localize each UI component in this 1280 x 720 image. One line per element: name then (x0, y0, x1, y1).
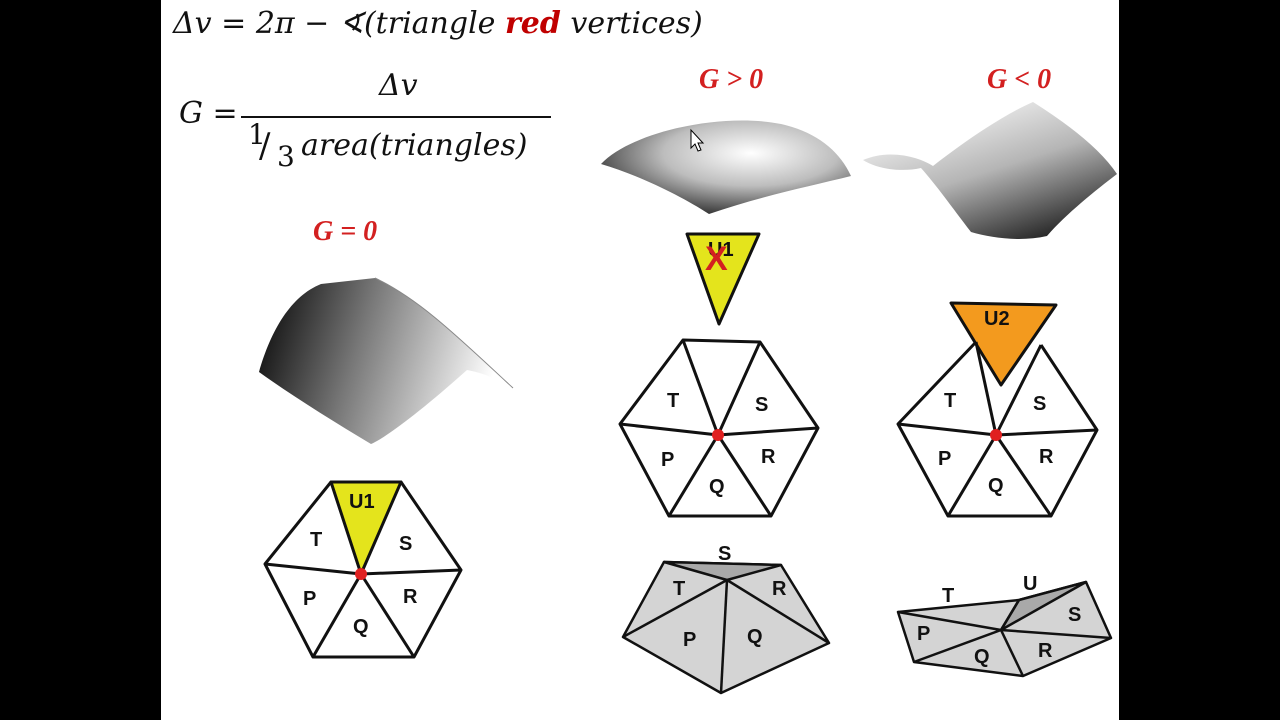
saddle-surface (863, 102, 1117, 239)
folded-cone-positive (621, 560, 831, 695)
label-left-p: P (303, 588, 316, 610)
label-added-u2: U2 (984, 308, 1010, 330)
label-left-q: Q (353, 616, 369, 638)
label-left-r: R (403, 586, 418, 608)
label-mid-p: P (661, 449, 674, 471)
label-fold-mid-r: R (772, 578, 787, 600)
denominator-area: area(triangles) (301, 128, 528, 163)
label-g-negative: G < 0 (987, 64, 1052, 95)
red-vertex-middle (712, 429, 724, 441)
label-g-zero: G = 0 (313, 216, 378, 247)
label-left-t: T (310, 529, 322, 551)
fraction-bar (241, 116, 551, 118)
formula-curvature-lhs: G = (179, 96, 238, 131)
diagram-art: U1 T S P R Q U1 X T S P R Q (259, 102, 1117, 695)
label-right-t: T (944, 390, 956, 412)
cylinder-surface (259, 277, 514, 444)
label-fold-right-r: R (1038, 640, 1053, 662)
heptagon-negative (896, 340, 1099, 518)
label-fold-mid-t: T (673, 578, 685, 600)
folded-saddle-negative (896, 580, 1113, 678)
triangle-u1-removed: U1 X (685, 232, 761, 326)
denominator-slash: / (259, 126, 271, 166)
label-fold-mid-q: Q (747, 626, 763, 648)
label-left-u1: U1 (349, 491, 375, 513)
label-mid-q: Q (709, 476, 725, 498)
label-fold-right-u: U (1023, 573, 1037, 595)
label-fold-right-q: Q (974, 646, 990, 668)
label-mid-s: S (755, 394, 768, 416)
slide: Δv = 2π − ∢(triangle red vertices) G = Δ… (161, 0, 1119, 720)
label-right-r: R (1039, 446, 1054, 468)
mouse-cursor-icon (690, 128, 705, 152)
label-mid-t: T (667, 390, 679, 412)
formula-red-word: red (504, 6, 561, 41)
triangle-u2-added: U2 (949, 301, 1058, 387)
dome-surface (601, 120, 851, 214)
formula-numerator: Δv (379, 68, 418, 103)
formula-angle-deficit: Δv = 2π − ∢(triangle red vertices) (173, 6, 703, 41)
pentagon-positive (618, 338, 820, 518)
red-vertex-right (990, 429, 1002, 441)
label-right-q: Q (988, 475, 1004, 497)
label-mid-r: R (761, 446, 776, 468)
label-fold-mid-p: P (683, 629, 696, 651)
label-removed-u1: U1 (708, 239, 734, 261)
hexagon-flat (263, 480, 463, 659)
formula-angle-deficit-rhs: vertices) (560, 6, 703, 41)
formula-angle-deficit-lhs: Δv = 2π − ∢(triangle (173, 6, 505, 41)
denominator-one: 1 (248, 118, 266, 151)
cross-mark-icon: X (705, 240, 728, 278)
label-right-p: P (938, 448, 951, 470)
label-fold-right-t: T (942, 585, 954, 607)
label-g-positive: G > 0 (699, 64, 764, 95)
denominator-three: 3 (277, 140, 295, 173)
label-fold-right-p: P (917, 623, 930, 645)
label-fold-mid-s: S (718, 543, 731, 565)
red-vertex (355, 568, 367, 580)
label-left-s: S (399, 533, 412, 555)
label-right-s: S (1033, 393, 1046, 415)
label-fold-right-s: S (1068, 604, 1081, 626)
